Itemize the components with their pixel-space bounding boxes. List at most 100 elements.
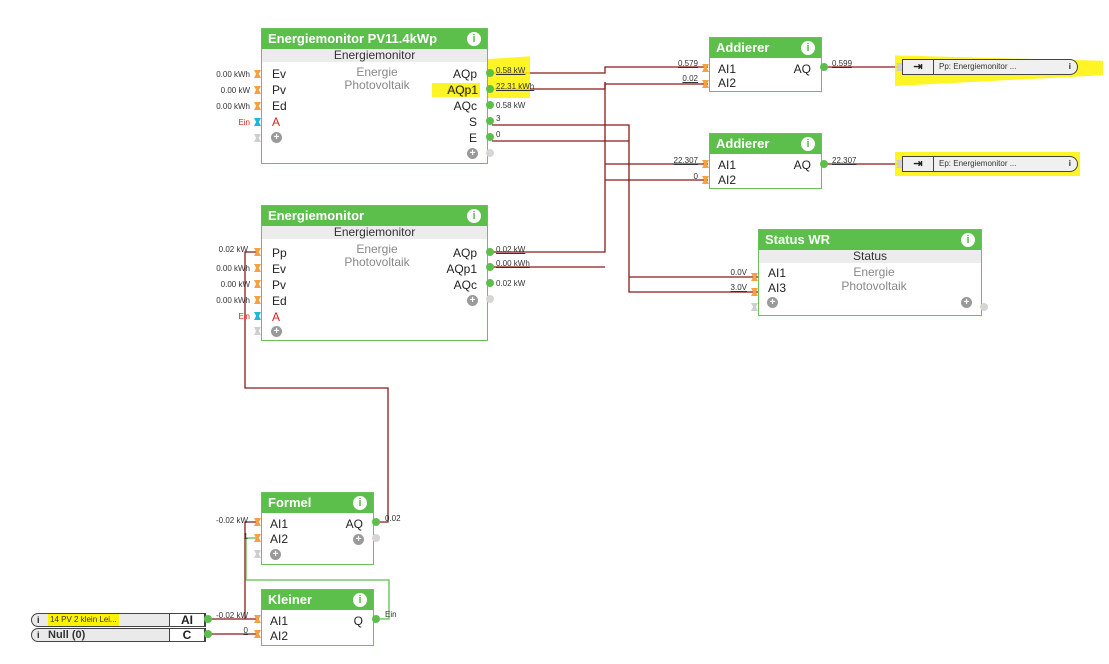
block-header[interactable]: Addierer i (710, 38, 821, 58)
output-port-empty[interactable] (486, 149, 494, 157)
info-icon[interactable]: i (1068, 159, 1071, 168)
output-port[interactable] (486, 101, 494, 109)
input-port[interactable] (254, 534, 261, 542)
input-port[interactable] (254, 296, 261, 304)
add-input-icon[interactable]: + (271, 132, 282, 143)
block-formel[interactable]: Formel i AI1 AI2 + AQ + (261, 492, 374, 565)
output-label: AQc (453, 99, 477, 113)
block-title: Kleiner (268, 592, 313, 607)
info-icon[interactable]: i (467, 209, 481, 223)
block-kleiner[interactable]: Kleiner i AI1 AI2 Q (261, 589, 374, 646)
output-port[interactable] (486, 133, 494, 141)
info-icon[interactable]: i (353, 593, 367, 607)
block-description-line: Photovoltaik (344, 78, 410, 92)
info-icon[interactable]: i (1068, 62, 1071, 71)
external-output-ep[interactable]: ⇥ Ep: Energiemonitor ... i (902, 156, 1078, 172)
output-label: AQp1 (447, 83, 478, 97)
block-subtitle: Energiemonitor (262, 49, 487, 62)
add-input-icon[interactable]: + (767, 297, 778, 308)
output-label: AQ (793, 62, 811, 76)
input-port[interactable] (254, 280, 261, 288)
add-output-icon[interactable]: + (467, 148, 478, 159)
input-value: 0.00 kWh (216, 296, 250, 305)
input-port[interactable] (254, 630, 261, 638)
input-port-empty[interactable] (896, 63, 903, 71)
block-description-line: Photovoltaik (841, 279, 907, 293)
output-port[interactable] (486, 248, 494, 256)
output-label: S (468, 115, 477, 129)
block-header[interactable]: Addierer i (710, 134, 821, 154)
input-port-empty[interactable] (751, 303, 758, 311)
block-header[interactable]: Formel i (262, 493, 373, 513)
block-description-line: Energie (356, 242, 398, 256)
add-output-icon[interactable]: + (467, 295, 478, 306)
input-port[interactable] (702, 64, 709, 72)
external-input-type: AI (169, 613, 205, 627)
external-output-pp[interactable]: ⇥ Pp: Energiemonitor ... i (902, 59, 1078, 75)
input-value: 1 (243, 532, 248, 541)
block-header[interactable]: Energiemonitor i (262, 206, 487, 226)
input-port[interactable] (751, 288, 758, 296)
output-port[interactable] (204, 630, 212, 638)
input-port[interactable] (254, 518, 261, 526)
input-port-empty[interactable] (254, 327, 261, 335)
input-value: 0 (693, 172, 698, 181)
output-port-empty[interactable] (486, 295, 494, 303)
output-port[interactable] (486, 117, 494, 125)
block-addierer-1[interactable]: Addierer i AI1 AI2 AQ (709, 37, 822, 92)
output-port[interactable] (204, 615, 212, 623)
output-port[interactable] (486, 263, 494, 271)
info-icon[interactable]: i (37, 615, 40, 625)
info-icon[interactable]: i (353, 496, 367, 510)
output-port[interactable] (486, 279, 494, 287)
add-input-icon[interactable]: + (270, 549, 281, 560)
info-icon[interactable]: i (37, 630, 40, 640)
output-port-empty[interactable] (372, 534, 380, 542)
block-addierer-2[interactable]: Addierer i AI1 AI2 AQ (709, 133, 822, 189)
output-label: AQ (793, 158, 811, 172)
input-label: Ev (272, 67, 287, 81)
block-header[interactable]: Energiemonitor PV11.4kWp i (262, 29, 487, 49)
input-value: 0.579 (677, 59, 698, 68)
input-port-empty[interactable] (254, 550, 261, 558)
info-icon[interactable]: i (801, 137, 815, 151)
output-label: AQp (452, 246, 477, 260)
output-port-empty[interactable] (980, 303, 988, 311)
block-header[interactable]: Kleiner i (262, 590, 373, 610)
input-port[interactable] (254, 248, 261, 256)
output-value: 0.58 kW (496, 101, 526, 110)
input-port[interactable] (254, 102, 261, 110)
info-icon[interactable]: i (467, 32, 481, 46)
external-input-null[interactable]: i Null (0) C (31, 628, 206, 642)
external-input-pv[interactable]: i 14 PV 2 klein Lei... AI (31, 613, 206, 627)
output-port[interactable] (372, 615, 380, 623)
input-port[interactable] (254, 86, 261, 94)
output-port[interactable] (486, 85, 494, 93)
add-input-icon[interactable]: + (271, 326, 282, 337)
input-port[interactable] (254, 264, 261, 272)
output-label: AQp (452, 67, 477, 81)
input-port[interactable] (702, 80, 709, 88)
input-port[interactable] (254, 615, 261, 623)
input-label: Pv (272, 83, 287, 97)
output-port[interactable] (372, 518, 380, 526)
input-label: Pp (272, 246, 287, 260)
info-icon[interactable]: i (961, 233, 975, 247)
input-port[interactable] (751, 273, 758, 281)
block-energiemonitor[interactable]: Energiemonitor i Energiemonitor Energie … (261, 205, 488, 341)
block-status-wr[interactable]: Status WR i Status Energie Photovoltaik … (758, 229, 982, 316)
input-port-empty[interactable] (896, 160, 903, 168)
input-port[interactable] (702, 176, 709, 184)
input-port-bool[interactable] (254, 312, 261, 320)
info-icon[interactable]: i (801, 41, 815, 55)
block-header[interactable]: Status WR i (759, 230, 981, 250)
input-port[interactable] (254, 70, 261, 78)
input-port[interactable] (702, 160, 709, 168)
output-port[interactable] (486, 69, 494, 77)
add-output-icon[interactable]: + (961, 297, 972, 308)
input-port-empty[interactable] (254, 134, 261, 142)
output-port[interactable] (820, 160, 828, 168)
output-port[interactable] (820, 63, 828, 71)
add-output-icon[interactable]: + (353, 534, 364, 545)
input-port-bool[interactable] (254, 118, 261, 126)
